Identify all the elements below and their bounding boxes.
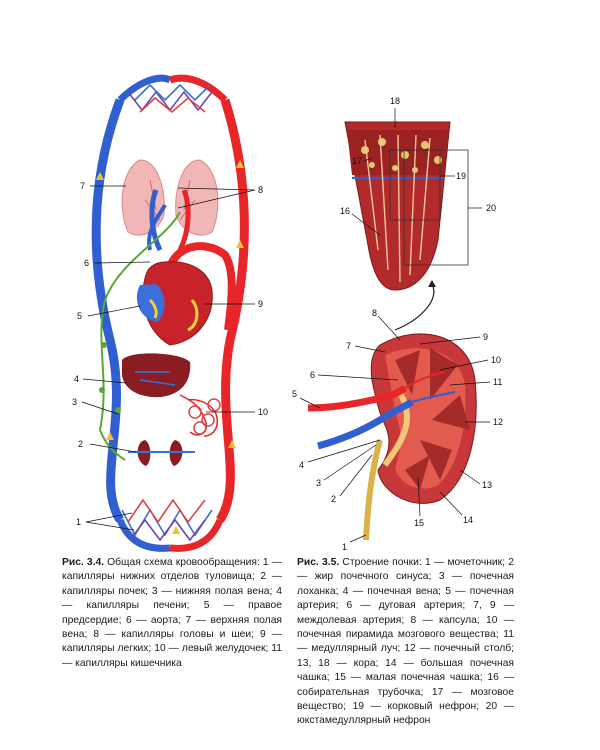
label-1: 1	[76, 517, 81, 527]
flow-arrows	[96, 160, 244, 534]
label-5: 5	[77, 311, 82, 321]
caption-label: Рис. 3.5.	[297, 557, 339, 568]
caption-label: Рис. 3.4.	[62, 557, 104, 568]
kidney-label-14: 14	[463, 515, 473, 525]
kidney-label-15: 15	[414, 518, 424, 528]
kidney-label-19: 19	[456, 171, 466, 181]
kidney-label-10: 10	[491, 355, 501, 365]
lung-left	[122, 160, 164, 235]
kidney-label-8: 8	[372, 308, 377, 318]
kidney-label-11: 11	[493, 377, 502, 387]
kidney-label-3: 3	[316, 478, 321, 488]
label-10: 10	[258, 407, 268, 417]
caption-text: Общая схема кровообращения: 1 — капилляр…	[62, 557, 282, 669]
kidney-label-17: 17	[352, 156, 362, 166]
figure-caption-circulation: Рис. 3.4. Общая схема кровообращения: 1 …	[62, 556, 282, 671]
kidney-label-1: 1	[342, 542, 347, 552]
kidney-label-12: 12	[493, 417, 503, 427]
label-7: 7	[80, 181, 85, 191]
caption-text: Строение почки: 1 — мочеточник; 2 — жир …	[297, 557, 514, 726]
label-3: 3	[72, 397, 77, 407]
kidney-label-20: 20	[486, 203, 496, 213]
label-6: 6	[84, 258, 89, 268]
lung-right	[176, 160, 218, 235]
label-4: 4	[74, 374, 79, 384]
head-neck-capillaries	[120, 78, 225, 112]
figure-caption-kidney: Рис. 3.5. Строение почки: 1 — мочеточник…	[297, 556, 514, 729]
kidney-label-2: 2	[331, 494, 336, 504]
label-9: 9	[258, 299, 263, 309]
ureter	[366, 440, 380, 540]
kidney-label-4: 4	[299, 460, 304, 470]
kidney-label-16: 16	[340, 206, 350, 216]
kidney-label-5: 5	[292, 389, 297, 399]
label-2: 2	[78, 439, 83, 449]
kidney-label-13: 13	[482, 480, 492, 490]
liver	[122, 353, 190, 397]
circulation-scheme	[82, 78, 255, 548]
kidney-label-7: 7	[346, 341, 351, 351]
lower-body-capillaries	[120, 500, 220, 548]
venous-loop	[96, 100, 120, 520]
label-8: 8	[258, 185, 263, 195]
intestine-capillaries	[180, 395, 220, 436]
kidney-label-6: 6	[310, 370, 315, 380]
kidney-label-9: 9	[483, 332, 488, 342]
kidney-label-18: 18	[390, 96, 400, 106]
